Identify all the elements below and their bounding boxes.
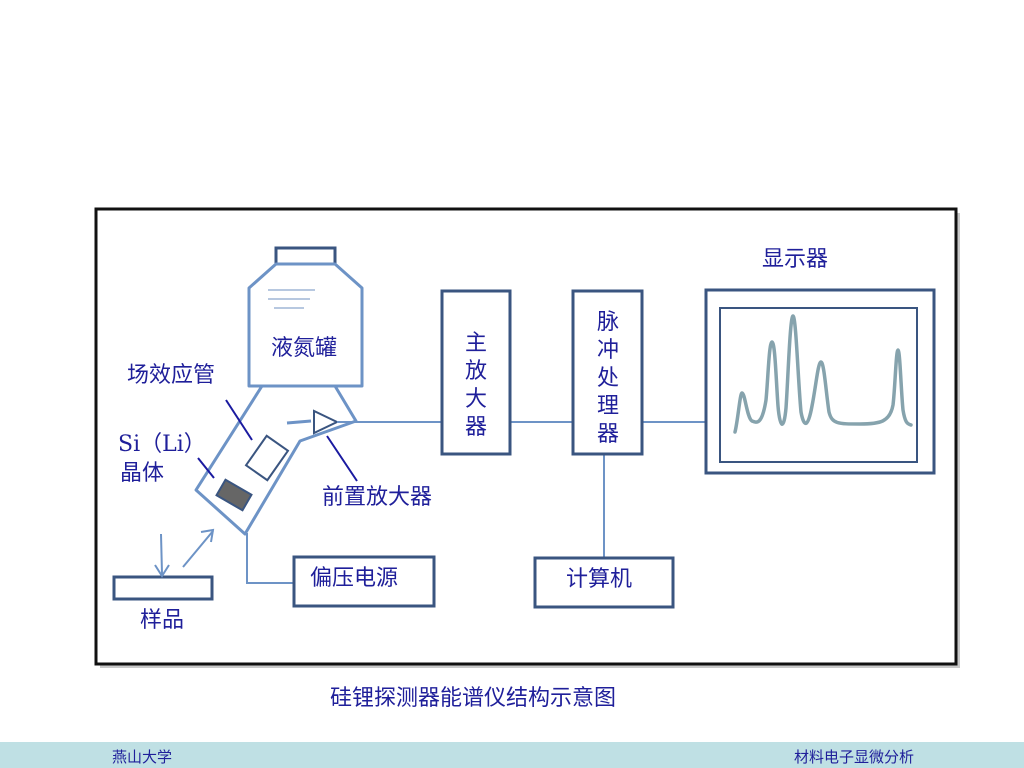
si-li-crystal [215, 478, 253, 512]
crystal-label-line1: Si（Li） [118, 432, 206, 457]
footer-right: 材料电子显微分析 [794, 748, 915, 766]
bias-supply-box [292, 555, 436, 608]
xray-arrow-head [200, 528, 215, 543]
bias-link [246, 533, 294, 584]
display-label: 显示器 [762, 247, 829, 272]
preamp-label: 前置放大器 [322, 485, 433, 510]
fet-pointer [225, 399, 253, 441]
pulse-processor-box [571, 289, 644, 456]
computer-box [533, 556, 675, 609]
main-amp-label: 主放大器 [464, 331, 487, 440]
fet-box [244, 434, 290, 482]
display-screen [719, 307, 918, 463]
spectrum-curve [733, 314, 913, 434]
diagram-caption: 硅锂探测器能谱仪结构示意图 [330, 686, 617, 711]
xray-arrow [182, 530, 214, 568]
bias-supply-label: 偏压电源 [310, 566, 399, 591]
crystal-label-line2: 晶体 [120, 461, 165, 486]
computer-label: 计算机 [566, 567, 633, 592]
cold-finger-inner [286, 419, 312, 425]
fet-label: 场效应管 [127, 363, 216, 388]
preamp-symbol [313, 409, 340, 435]
footer-bar: 燕山大学 材料电子显微分析 [0, 742, 1024, 768]
footer-left: 燕山大学 [112, 748, 173, 766]
ln2-tank-cap [274, 246, 337, 266]
sample-label: 样品 [140, 608, 185, 633]
crystal-pointer [197, 457, 215, 479]
pulse-processor-label: 脉冲处理器 [596, 310, 619, 447]
beam-arrow [160, 533, 163, 575]
main-amp-box [440, 289, 512, 456]
ln2-tank-body [247, 262, 364, 388]
cold-finger-arm [194, 385, 358, 536]
sample-plate [112, 575, 214, 601]
beam-arrow-head [154, 564, 170, 578]
ln2-tank-label: 液氮罐 [271, 336, 338, 361]
preamp-pointer [326, 435, 358, 482]
